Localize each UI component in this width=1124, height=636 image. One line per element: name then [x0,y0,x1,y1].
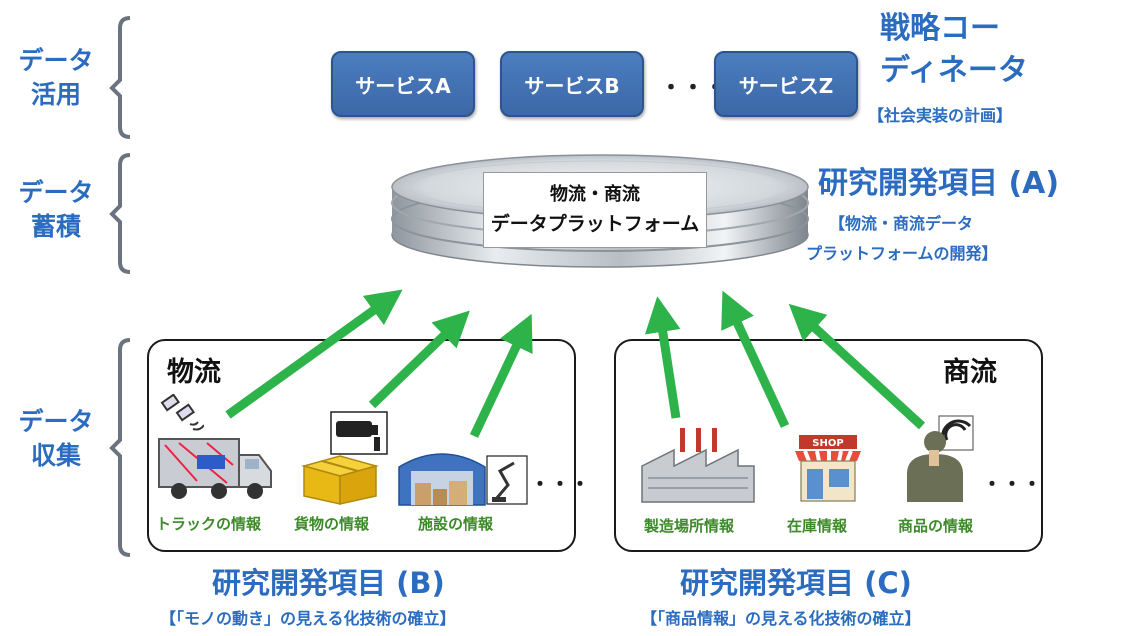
stage-label-use-line2: 活用 [30,80,81,109]
stage-brackets [109,16,131,557]
service-b-box: サービスB [500,51,644,117]
facility-info-label: 施設の情報 [418,515,494,533]
stage-label-use: データ 活用 [6,44,106,112]
item-b-sub: 【「モノの動き」の見える化技術の確立】 [160,609,456,628]
stage-label-store-line1: データ [18,178,94,207]
shop-sign-text: SHOP [812,438,843,449]
service-a-label: サービスA [355,73,451,98]
logistics-title: 物流 [167,357,221,388]
shop-icon: SHOP [795,435,861,502]
platform-line2: データプラットフォーム [490,213,700,235]
item-c-title: 研究開発項目 (C) [680,566,912,600]
bracket-collect [109,338,131,557]
truck-icon [158,438,272,499]
bracket-use [109,16,131,139]
commerce-ellipsis: ・・・ [982,472,1042,496]
robot-arm-icon [486,455,528,505]
truck-info-label: トラックの情報 [156,515,262,533]
stock-info-label: 在庫情報 [787,517,848,535]
service-b-label: サービスB [524,73,620,98]
coordinator-sub: 【社会実装の計画】 [868,106,1013,125]
cargo-info-label: 貨物の情報 [294,515,370,533]
item-a-sub2: プラットフォームの開発】 [806,244,998,263]
warehouse-icon [398,453,486,506]
coordinator-line1: 戦略コー [880,11,1000,46]
item-a-sub1: 【物流・商流データ [829,214,974,233]
product-tag-icon [907,415,974,502]
platform-label: 物流・商流 データプラットフォーム [483,172,707,248]
factory-info-label: 製造場所情報 [644,517,735,535]
service-z-box: サービスZ [714,51,858,117]
satellite-icon [160,394,204,431]
bracket-store [109,153,131,274]
service-z-label: サービスZ [738,73,834,98]
stage-label-collect: データ 収集 [6,405,106,473]
stage-label-use-line1: データ [18,46,94,75]
stage-label-collect-line1: データ [18,407,94,436]
item-a-title: 研究開発項目 (A) [818,166,1060,201]
commerce-title: 商流 [943,357,997,388]
camera-icon [330,411,388,455]
product-info-label: 商品の情報 [898,517,974,535]
stage-label-store: データ 蓄積 [6,176,106,244]
cargo-icon [301,455,379,505]
item-b-title: 研究開発項目 (B) [212,566,445,600]
coordinator-line2: ディネータ [880,53,1028,88]
stage-label-collect-line2: 収集 [30,441,81,470]
coordinator-title: 戦略コー ディネータ [880,8,1028,92]
item-c-sub: 【「商品情報」の見える化技術の確立】 [641,609,921,628]
platform-line1: 物流・商流 [550,184,640,205]
stage-label-store-line2: 蓄積 [30,212,81,241]
service-a-box: サービスA [331,51,475,117]
logistics-ellipsis: ・・・ [530,472,590,496]
factory-icon [641,428,755,503]
